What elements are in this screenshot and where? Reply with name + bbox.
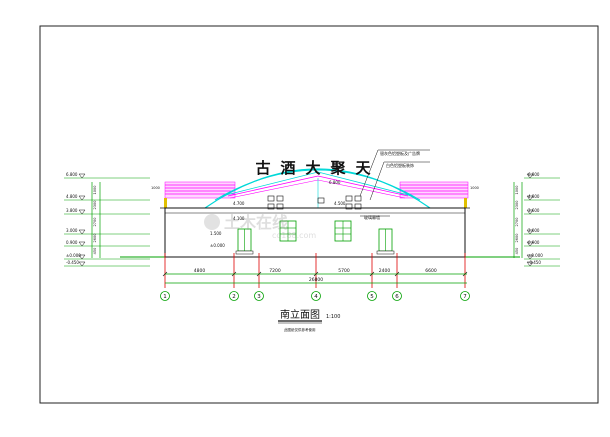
elevation-label: 6.800 [66,172,78,177]
elevation-label: 0.900 [66,240,78,245]
watermark-url: co188.com [272,231,316,240]
clerestory-windows [267,195,362,210]
axis-bubble [160,291,170,301]
dim-segment-label: 6600 [425,268,437,274]
inner-level-1: 6.800 [329,180,341,185]
elevation-triangle [78,254,86,260]
roof-edge-dim: 1000 [470,186,479,190]
elevation-label: 3.000 [528,228,540,233]
inner-levels: 6.800 4.500 4.700 4.100 1.500 ±0.000 [210,180,346,248]
elevation-label: 3.000 [66,228,78,233]
watermark-text: 土木在线 [224,213,288,232]
note-3: 玻璃幕墙 [364,214,380,220]
notes-callouts [359,149,430,217]
axis-bubble [392,291,402,301]
drawing-title: 南立面图 [280,308,320,321]
elevation-triangle [526,229,534,235]
vertical-dim-label: 2300 [515,201,519,210]
vertical-dim-label: 450 [93,248,97,255]
sign-text: 古酒大聚天 [255,159,380,177]
inner-level-3: 4.700 [233,201,245,206]
axis-bubble [460,291,470,301]
inner-level-4: 4.100 [233,216,245,221]
elevation-triangle [78,173,86,179]
inner-level-2: 4.500 [334,201,346,206]
elevation-label: ±0.000 [528,253,543,258]
drawing-subtitle: 此图纸仅供参考使用 [284,327,316,332]
axis-bubbles: 1 2 3 4 5 6 7 [160,291,470,301]
vertical-dim-label: 1000 [93,186,97,195]
elevation-triangle [526,261,534,267]
note-2: 白色铝塑板装饰 [386,162,414,168]
segment-dim-labels: 4800 7200 5700 2400 6600 [194,268,437,274]
inner-level-5: 1.500 [210,231,222,236]
elevation-triangle [78,209,86,215]
axis-bubble [229,291,239,301]
elevation-label: -0.450 [528,260,541,265]
vertical-dim-label: 2700 [93,218,97,227]
roof-edge-dim: 1000 [151,186,160,190]
elevation-triangle [526,241,534,247]
elevation-label: ±0.000 [66,253,81,258]
elevation-label: 3.800 [66,208,78,213]
axis-label: 1 [163,294,167,300]
vertical-dim-label: 450 [515,248,519,255]
axis-label: 7 [463,294,467,300]
elevation-label: 4.800 [66,194,78,199]
dim-total: 26800 [309,277,323,283]
vertical-dim-label: 1000 [515,186,519,195]
right-elevation-markers: 6.800 4.800 3.600 3.000 0.900 ±0.000 -0.450 100… [470,172,560,267]
elevation-triangle [78,195,86,201]
vertical-dim-label: 2700 [515,218,519,227]
axis-label: 3 [257,294,261,300]
building-body [160,207,470,258]
watermark: 土木在线 co188.com [204,213,316,240]
dim-segment-label: 2400 [379,268,391,274]
main-windows [279,220,352,242]
dim-segment-label: 4800 [194,268,206,274]
elevation-triangle [78,241,86,247]
vertical-dim-label: 2600 [93,234,97,243]
elevation-triangle [526,173,534,179]
vertical-dim-label: 2600 [515,234,519,243]
vertical-dim-label: 2300 [93,201,97,210]
left-elevation-markers: 6.800 4.800 3.800 3.000 0.900 ±0.000 -0.450 100… [64,172,160,267]
dim-segment-label: 7200 [269,268,281,274]
inner-level-6: ±0.000 [210,243,225,248]
elevation-triangle [78,229,86,235]
axis-bubble [367,291,377,301]
drawing-scale: 1:100 [326,314,340,320]
axis-label: 6 [395,294,399,300]
elevation-label: -0.450 [66,260,79,265]
elevation-label: 0.900 [528,240,540,245]
axis-label: 2 [232,294,236,300]
doors [235,228,395,255]
axis-bubble [311,291,321,301]
sheet-border [39,25,599,404]
dim-segment-label: 5700 [338,268,350,274]
elevation-label: 6.800 [528,172,540,177]
elevation-label: 3.600 [528,208,540,213]
elevation-label: 4.800 [528,194,540,199]
elevation-triangle [78,261,86,267]
axis-label: 5 [370,294,374,300]
elevation-triangle [526,209,534,215]
right-wing-roof [399,181,469,208]
elevation-triangle [526,254,534,260]
note-1: 银灰色铝塑板及广告牌 [380,150,420,156]
axis-label: 4 [314,294,318,300]
elevation-triangle [526,195,534,201]
axis-bubble [254,291,264,301]
